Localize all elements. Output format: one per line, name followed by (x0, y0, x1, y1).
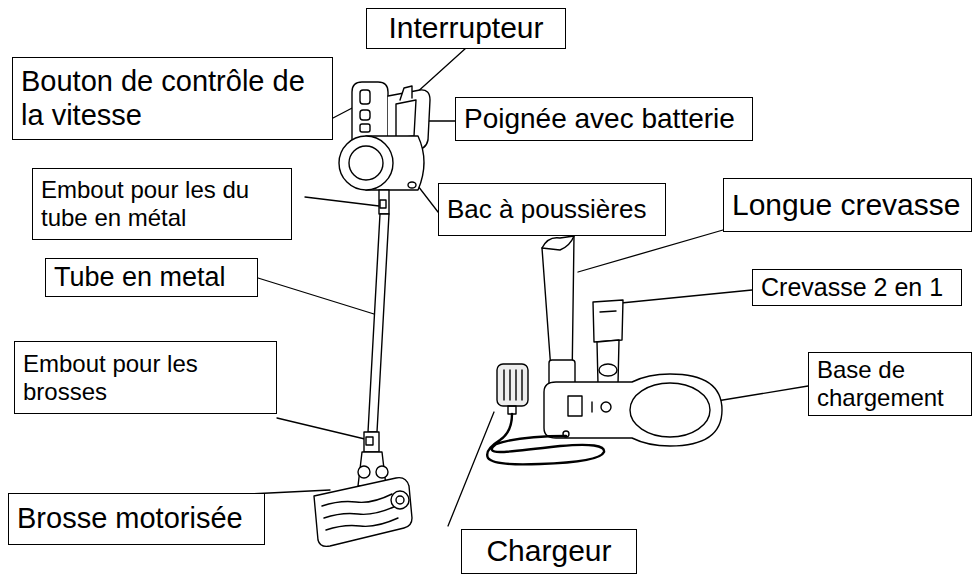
tool-opening (599, 364, 617, 376)
brush-stripe (326, 518, 398, 530)
label-box: Crevasse 2 en 1 (752, 269, 962, 306)
charging-base (544, 374, 722, 446)
part-label: Crevasse 2 en 1 (761, 273, 943, 302)
text-stack: Longue crevasse (732, 188, 961, 223)
label-box: Embout pour les brosses (14, 341, 277, 414)
part-label: Tube en metal (54, 262, 226, 293)
text-stack: Crevasse 2 en 1 (761, 273, 943, 302)
text-stack: Brosse motorisée (17, 502, 243, 535)
tube (368, 214, 389, 432)
label-box: Bouton de contrôle de la vitesse (12, 57, 333, 140)
brush-stripe (322, 494, 392, 506)
part-label: Chargeur (486, 534, 611, 569)
long-crevice-tool (542, 236, 575, 386)
label-box: Longue crevasse (723, 178, 972, 232)
label-box: Interrupteur (366, 8, 566, 49)
vacuum-body (339, 82, 430, 214)
crevice-opening (542, 236, 574, 250)
two-in-one-tool (593, 300, 623, 384)
base-ring (630, 383, 710, 437)
text-stack: Embout pour les brosses (23, 350, 228, 405)
tool-flap (593, 300, 623, 342)
dust-bin-front (339, 136, 393, 190)
text-stack: Chargeur (486, 534, 611, 569)
tube-connector (379, 190, 389, 214)
charger (487, 364, 604, 464)
tube-button (380, 200, 386, 208)
control-panel (352, 82, 388, 140)
text-stack: Bouton de contrôle de la vitesse (21, 65, 321, 132)
part-label: Bouton de contrôle de la vitesse (21, 65, 321, 132)
speed-button (360, 90, 370, 104)
brush-button (366, 437, 373, 445)
part-label: Interrupteur (388, 11, 543, 46)
label-box: Poignée avec batterie (455, 97, 753, 141)
charger-cord (487, 414, 604, 464)
base-socket (601, 402, 611, 412)
part-label: Embout pour les du tube en métal (41, 176, 263, 231)
brush-wheel-hub (396, 496, 404, 504)
leader-line (578, 230, 723, 272)
part-label: Poignée avec batterie (464, 103, 735, 135)
label-box: Brosse motorisée (8, 493, 265, 545)
part-label: Brosse motorisée (17, 502, 243, 535)
metal-tube (358, 214, 389, 486)
charger-plug (497, 364, 528, 406)
part-label: Base de chargement (817, 356, 963, 411)
plug-ridge (503, 370, 504, 400)
text-stack: Base de chargement (817, 356, 963, 411)
tool-slot (600, 311, 616, 312)
part-label: Longue crevasse (732, 188, 961, 223)
part-label: Bac à poussières (447, 195, 646, 225)
plug-ridge (521, 370, 522, 400)
base-slot (591, 402, 592, 412)
power-switch (400, 86, 412, 100)
base-switch (568, 396, 582, 416)
leader-line (448, 412, 494, 526)
text-stack: Embout pour les du tube en métal (41, 176, 263, 231)
dust-bin-cap (349, 146, 383, 180)
label-box: Tube en metal (45, 258, 258, 297)
handle-opening (396, 100, 416, 138)
text-stack: Tube en metal (54, 262, 226, 293)
indicator (360, 124, 370, 132)
label-box: Chargeur (461, 529, 637, 574)
leader-line (621, 290, 752, 303)
motorised-brush (314, 478, 412, 547)
label-box: Bac à poussières (438, 183, 666, 236)
brush-wheel (391, 491, 409, 509)
plug-ridge (509, 370, 510, 400)
text-stack: Interrupteur (388, 11, 543, 46)
leader-line (258, 278, 374, 314)
release-button (408, 182, 416, 188)
label-box: Embout pour les du tube en métal (32, 168, 292, 240)
brush-stripe (324, 506, 396, 518)
label-box: Base de chargement (808, 352, 972, 416)
neck-joint (358, 466, 370, 478)
base-outline (544, 374, 722, 446)
neck-joint (376, 466, 388, 478)
speed-button (360, 110, 370, 120)
text-stack: Bac à poussières (447, 195, 646, 225)
leader-line (305, 197, 379, 206)
brush-head (314, 478, 412, 547)
leader-line (418, 186, 438, 212)
tool-body (597, 340, 619, 384)
leader-line (277, 418, 369, 440)
part-label: Embout pour les brosses (23, 350, 228, 405)
brush-connector (364, 432, 379, 452)
plug-ridge (515, 370, 516, 400)
text-stack: Poignée avec batterie (464, 103, 735, 135)
